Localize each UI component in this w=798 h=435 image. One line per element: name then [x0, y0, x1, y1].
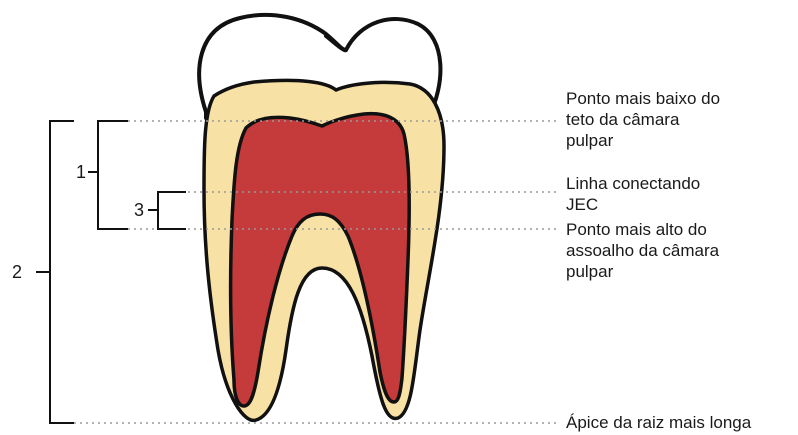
bracket-three: [148, 192, 186, 229]
label-pulp-floor-line-1: Ponto mais alto do: [566, 219, 719, 240]
label-pulp-roof: Ponto mais baixo do teto da câmara pulpa…: [566, 88, 720, 151]
label-pulp-floor: Ponto mais alto do assoalho da câmara pu…: [566, 219, 719, 282]
label-root-apex: Ápice da raiz mais longa: [566, 412, 751, 433]
label-cej-line-2: JEC: [566, 194, 700, 215]
bracket-number-one: 1: [76, 162, 86, 182]
bracket-two: [36, 121, 74, 423]
label-pulp-floor-line-3: pulpar: [566, 261, 719, 282]
label-pulp-roof-line-2: teto da câmara: [566, 109, 720, 130]
bracket-number-two: 2: [12, 262, 22, 282]
bracket-one: [88, 121, 128, 229]
label-pulp-roof-line-3: pulpar: [566, 130, 720, 151]
label-cej-line-1: Linha conectando: [566, 173, 700, 194]
label-root-apex-line-1: Ápice da raiz mais longa: [566, 412, 751, 433]
label-cej-line: Linha conectando JEC: [566, 173, 700, 215]
label-pulp-floor-line-2: assoalho da câmara: [566, 240, 719, 261]
bracket-number-three: 3: [134, 200, 144, 220]
label-pulp-roof-line-1: Ponto mais baixo do: [566, 88, 720, 109]
